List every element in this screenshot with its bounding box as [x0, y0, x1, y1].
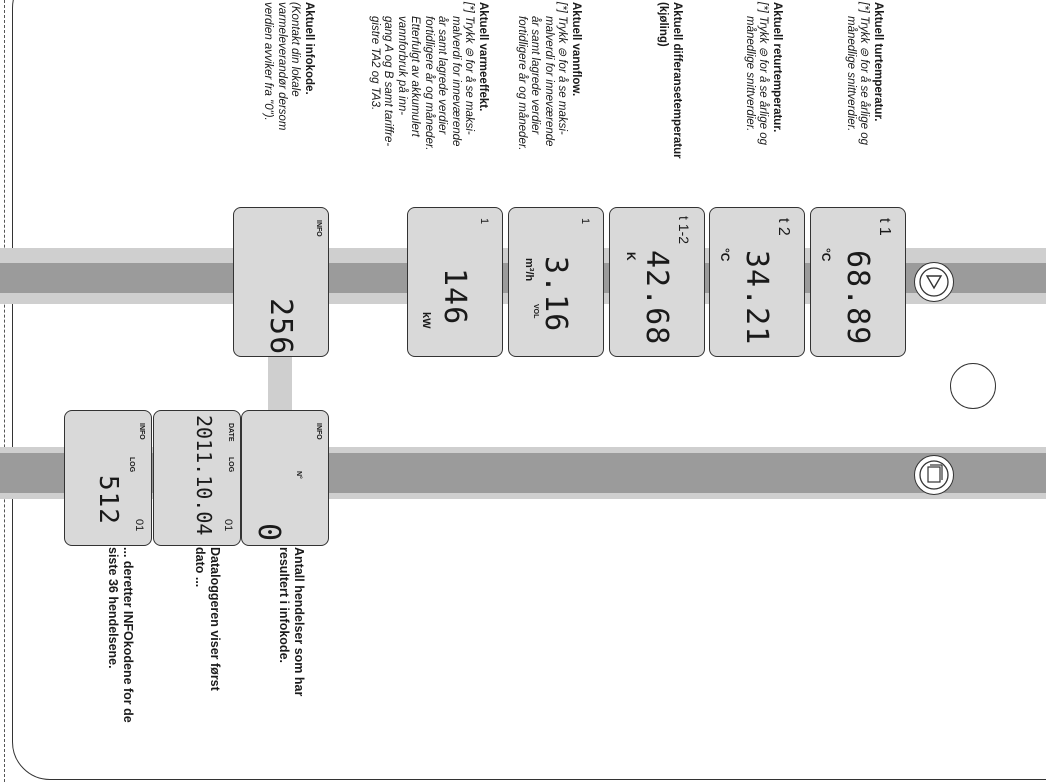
log-button[interactable]: [914, 455, 954, 495]
caption-after: ... deretter INFOkodene for de siste 36 …: [105, 547, 135, 723]
note-return-temp-line: månedlige snittverdier.: [744, 16, 756, 132]
note-flow-temp-title: Aktuell turtemperatur.: [872, 2, 884, 122]
down-arrow-icon: [919, 267, 949, 297]
display-event-count-tag: INFO: [315, 423, 322, 440]
note-water-flow-line: [*] Trykk ⊜ for å se maksi-: [556, 2, 569, 135]
display-water-flow-tag: VOL: [532, 304, 539, 319]
display-event-count-value: 0: [251, 523, 286, 543]
note-water-flow-line: malverdi for inneværende: [543, 16, 555, 147]
note-return-temp-title: Aktuell returtemperatur.: [771, 2, 783, 133]
note-heat-power-line: gang A og B samt tariffre-: [382, 16, 395, 147]
caption-datalogger-line: Dataloggeren viser først: [208, 547, 222, 691]
note-info-code-title: Aktuell infokode.: [303, 2, 315, 95]
log-book-icon: [919, 460, 949, 490]
display-heat-power: 1 146 kW: [407, 207, 503, 357]
display-log-date-tag2: LOG: [227, 457, 234, 473]
display-info-code-tag: INFO: [315, 220, 322, 237]
note-heat-power-line: gistre TA2 og TA3.: [369, 16, 381, 111]
display-return-temp: t 2 34.21 °C: [709, 207, 805, 357]
display-heat-power-label: 1: [478, 218, 490, 225]
note-heat-power-line: malverdi for inneværende: [450, 16, 462, 147]
note-flow-temp: Aktuell turtemperatur. [*] Trykk ⊜ for å…: [844, 2, 884, 145]
display-log-date-tag: DATE: [227, 423, 234, 442]
note-water-flow: Aktuell vannflow. [*] Trykk ⊜ for å se m…: [515, 2, 582, 151]
display-water-flow-label: 1: [579, 218, 591, 225]
note-flow-temp-line: [*] Trykk ⊜ for å se årlige og: [858, 2, 871, 145]
note-diff-temp-title: Aktuell differansetemperatur: [671, 2, 683, 159]
arrow-button[interactable]: [914, 262, 954, 302]
cut-line: [4, 0, 5, 782]
display-flow-temp: t 1 68.89 °C: [810, 207, 906, 357]
display-info-code: INFO 256: [233, 207, 329, 357]
main-button[interactable]: [950, 363, 996, 409]
caption-after-line: ... deretter INFOkodene for de: [121, 547, 135, 723]
display-log-date-value: 2011.10.04: [192, 415, 216, 536]
note-water-flow-title: Aktuell vannflow.: [570, 2, 582, 97]
caption-after-line: siste 36 hendelsene.: [106, 547, 120, 669]
note-flow-temp-line: månedlige snittverdier.: [845, 16, 857, 132]
display-log-info-tag2: LOG: [128, 457, 135, 473]
note-heat-power-line: år samt lagrede verdier: [436, 16, 449, 135]
display-log-info-value: 512: [93, 475, 123, 525]
display-heat-power-value: 146: [437, 268, 472, 326]
note-heat-power-line: Etterfulgt av akkumulert: [409, 16, 422, 137]
note-info-code: Aktuell infokode. (Kontakt din lokale va…: [261, 2, 316, 131]
note-water-flow-line: år samt lagrede verdier: [529, 16, 542, 135]
note-heat-power-line: [*] Trykk ⊜ for å se maksi-: [463, 2, 476, 135]
caption-datalogger: Dataloggeren viser først dato ...: [192, 547, 222, 691]
display-event-count-tag2: N°: [295, 471, 302, 479]
display-water-flow-unit: m³/h: [523, 258, 535, 282]
page-frame: [12, 0, 1046, 780]
note-heat-power-title: Aktuell varmeeffekt.: [477, 2, 489, 112]
caption-events-line: Antall hendelser som har: [292, 547, 306, 697]
display-diff-temp-label: t 1-2: [676, 216, 692, 245]
caption-events: Antall hendelser som har resultert i inf…: [276, 547, 306, 696]
display-flow-temp-label: t 1: [876, 218, 893, 236]
note-heat-power: Aktuell varmeeffekt. [*] Trykk ⊜ for å s…: [368, 2, 489, 151]
display-info-code-value: 256: [263, 298, 298, 356]
display-diff-temp-unit: K: [624, 252, 638, 261]
display-diff-temp: t 1-2 42.68 K: [609, 207, 705, 357]
display-log-date: DATE LOG 01 2011.10.04: [153, 410, 241, 546]
note-return-temp-line: [*] Trykk ⊜ for å se årlige og: [757, 2, 770, 145]
note-info-code-line: (Kontakt din lokale: [289, 2, 302, 97]
note-diff-temp: Aktuell differansetemperatur (kjøling): [656, 2, 684, 159]
note-return-temp: Aktuell returtemperatur. [*] Trykk ⊜ for…: [743, 2, 783, 145]
display-flow-temp-value: 68.89: [840, 250, 875, 346]
display-return-temp-label: t 2: [775, 218, 792, 236]
note-diff-temp-line: (kjøling): [657, 2, 670, 47]
display-log-date-label: 01: [222, 519, 234, 532]
note-info-code-line: verdien avviker fra "0").: [262, 2, 275, 121]
note-heat-power-line: fortidligere år og måneder.: [423, 16, 435, 151]
display-log-info: INFO LOG 01 512: [64, 410, 152, 546]
display-log-info-tag: INFO: [138, 423, 145, 440]
note-heat-power-line: vannforbruk på inn-: [396, 16, 408, 116]
display-water-flow: 1 3.16 VOL m³/h: [508, 207, 604, 357]
display-flow-temp-unit: °C: [819, 248, 833, 262]
display-heat-power-unit: kW: [420, 312, 432, 329]
note-water-flow-line: fortidligere år og måneder.: [516, 16, 528, 151]
display-water-flow-value: 3.16: [538, 256, 573, 333]
display-return-temp-value: 34.21: [739, 250, 774, 346]
display-diff-temp-value: 42.68: [639, 250, 674, 346]
display-return-temp-unit: °C: [718, 248, 732, 262]
caption-datalogger-line: dato ...: [193, 547, 207, 588]
display-event-count: INFO N° 0: [241, 410, 329, 546]
note-info-code-line: varmeleverandør dersom: [276, 2, 288, 131]
caption-events-line: resultert i infokode.: [277, 547, 291, 663]
display-log-info-label: 01: [133, 519, 145, 532]
